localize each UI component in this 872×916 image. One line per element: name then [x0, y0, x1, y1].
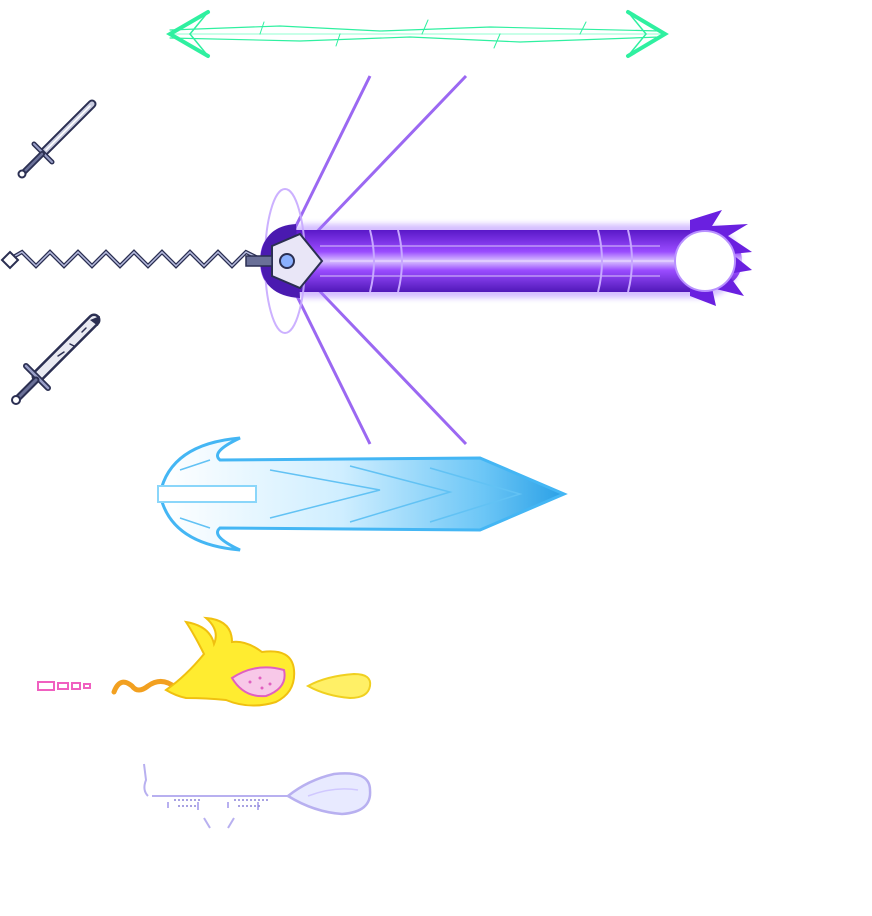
beam-sword-icon — [0, 74, 752, 446]
green-lightning-arrow-icon — [166, 10, 669, 58]
ice-blade-icon — [157, 436, 568, 552]
small-sword-icon — [17, 99, 97, 179]
wisp-icon — [143, 763, 372, 829]
flame-dragon-icon — [37, 616, 372, 707]
cracked-sword-icon — [11, 313, 101, 405]
